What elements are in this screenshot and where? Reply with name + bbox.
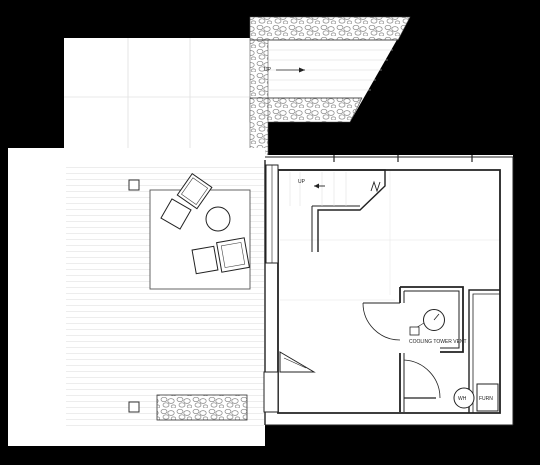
water-heater (453, 387, 475, 409)
lounge-area (149, 172, 251, 290)
exterior-up-label: UP (264, 67, 272, 73)
cooling-tower-vent-label: COOLING TOWER VENT (409, 339, 467, 345)
exterior-stair: UP (249, 16, 411, 159)
furnace-label: FURN (479, 396, 493, 402)
armchair (216, 237, 250, 273)
furnace (476, 383, 499, 412)
water-heater-label: WH (458, 396, 467, 402)
ottoman (191, 245, 219, 275)
armchair (176, 172, 213, 210)
planter (156, 394, 248, 421)
lower-stair (279, 351, 316, 373)
interior-stair: UP (278, 169, 386, 252)
ottoman (160, 198, 192, 230)
mechanical-room: COOLING TOWER VENT WH FURN (362, 286, 500, 413)
upper-terrace (64, 38, 254, 155)
building (263, 155, 514, 426)
side-table (205, 206, 231, 232)
interior-up-label: UP (298, 179, 306, 185)
